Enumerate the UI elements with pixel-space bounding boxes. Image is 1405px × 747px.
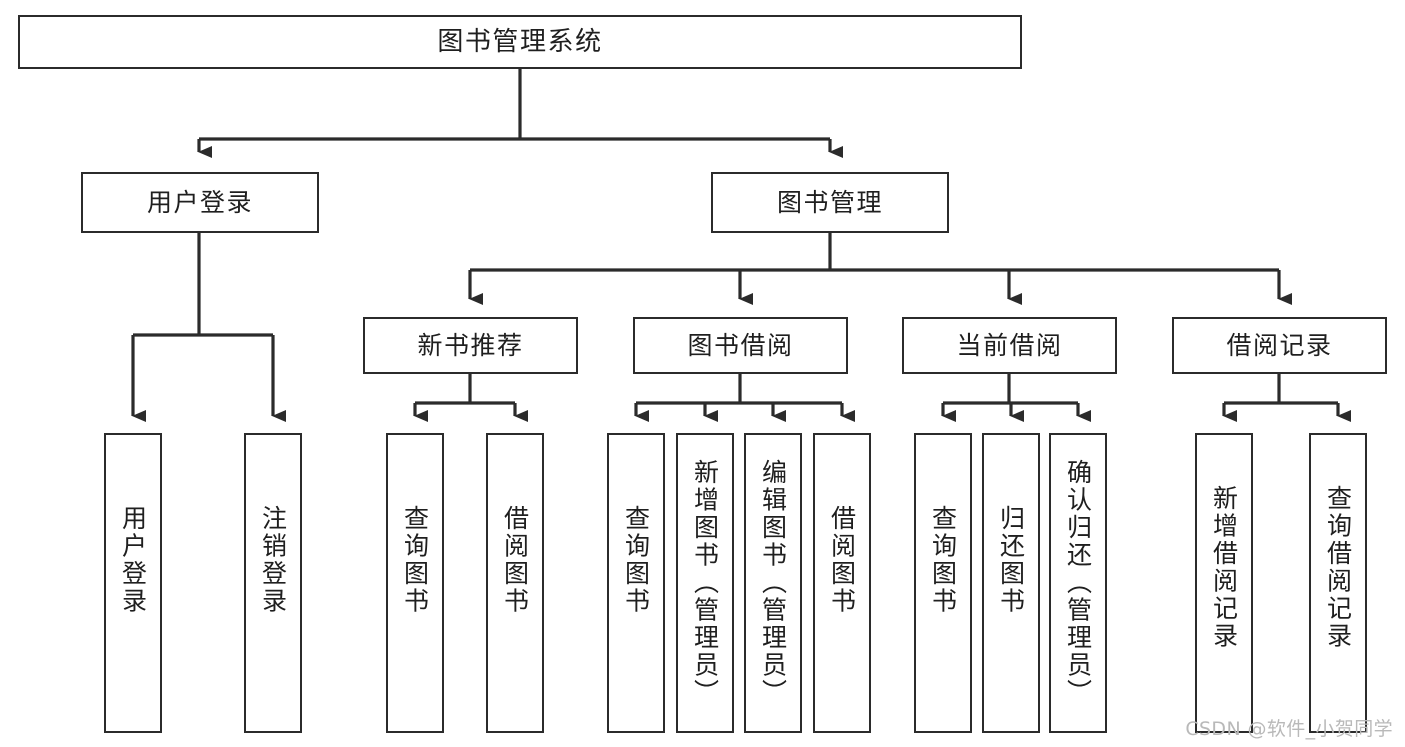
csdn-watermark: CSDN @软件_小贺同学 [1185,718,1393,740]
node-root-book-management-system[interactable]: 图书管理系统 [18,15,1022,69]
leaf-current-confirm-return-admin[interactable]: 确认归还（管理员） [1049,433,1107,733]
node-label: 归还图书 [996,505,1026,615]
leaf-borrow-add-book-admin[interactable]: 新增图书（管理员） [676,433,734,733]
leaf-borrow-lend-book[interactable]: 借阅图书 [813,433,871,733]
node-user-login[interactable]: 用户登录 [81,172,319,233]
leaf-current-query-book[interactable]: 查询图书 [914,433,972,733]
node-label: 新书推荐 [417,330,524,360]
node-label: 图书管理系统 [437,26,603,57]
leaf-newbook-borrow-book[interactable]: 借阅图书 [486,433,544,733]
leaf-newbook-query-book[interactable]: 查询图书 [386,433,444,733]
node-label: 图书管理 [776,187,883,217]
node-book-management[interactable]: 图书管理 [711,172,949,233]
leaf-borrow-edit-book-admin[interactable]: 编辑图书（管理员） [744,433,802,733]
node-label: 当前借阅 [956,330,1063,360]
node-label: 查询借阅记录 [1323,485,1353,650]
node-label: 新增借阅记录 [1209,485,1239,650]
leaf-logout[interactable]: 注销登录 [244,433,302,733]
node-label: 用户登录 [146,187,253,217]
node-label: 借阅图书 [500,505,530,615]
node-new-book-recommend[interactable]: 新书推荐 [363,317,578,374]
node-label: 查询图书 [928,505,958,615]
leaf-current-return-book[interactable]: 归还图书 [982,433,1040,733]
leaf-record-query-record[interactable]: 查询借阅记录 [1309,433,1367,733]
node-label: 编辑图书（管理员） [758,459,788,707]
leaf-borrow-query-book[interactable]: 查询图书 [607,433,665,733]
node-label: 查询图书 [621,505,651,615]
node-label: 新增图书（管理员） [690,459,720,707]
node-label: 图书借阅 [687,330,794,360]
node-book-borrow[interactable]: 图书借阅 [633,317,848,374]
leaf-user-login[interactable]: 用户登录 [104,433,162,733]
node-label: 确认归还（管理员） [1063,459,1093,707]
node-label: 用户登录 [118,505,148,615]
node-label: 注销登录 [258,505,288,615]
node-label: 借阅图书 [827,505,857,615]
node-label: 查询图书 [400,505,430,615]
node-borrow-record[interactable]: 借阅记录 [1172,317,1387,374]
node-label: 借阅记录 [1226,330,1333,360]
leaf-record-add-record[interactable]: 新增借阅记录 [1195,433,1253,733]
node-current-borrow[interactable]: 当前借阅 [902,317,1117,374]
